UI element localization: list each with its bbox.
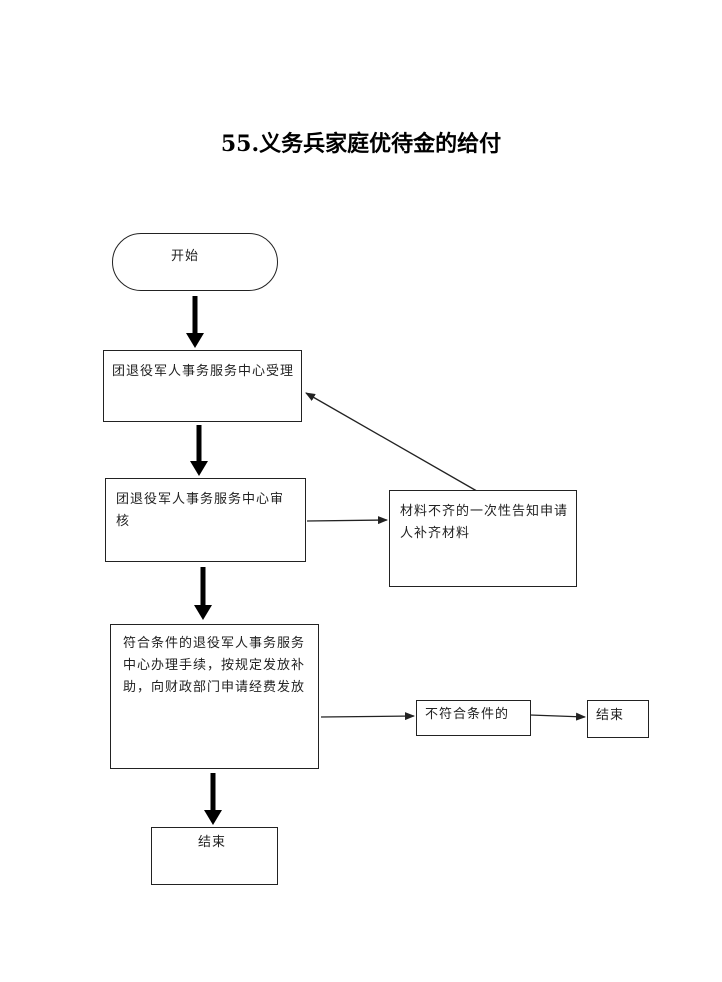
review-node: 团退役军人事务服务中心审核: [105, 478, 306, 562]
not-eligible-label: 不符合条件的: [425, 707, 510, 722]
incomplete-materials-label: 材料不齐的一次性告知申请人补齐材料: [400, 504, 569, 541]
arrow-not-eligible-to-end: [529, 712, 586, 721]
incomplete-materials-node: 材料不齐的一次性告知申请人补齐材料: [389, 490, 577, 587]
start-node: 开始: [112, 233, 278, 291]
arrow-process-to-end: [204, 773, 222, 825]
arrow-start-to-accept: [186, 296, 204, 348]
not-eligible-node: 不符合条件的: [416, 700, 531, 736]
arrow-accept-to-review: [190, 425, 208, 476]
start-label: 开始: [171, 249, 200, 264]
end-side-label: 结束: [596, 708, 625, 723]
page-title: 55.义务兵家庭优待金的给付: [220, 131, 502, 157]
accept-node: 团退役军人事务服务中心受理: [103, 350, 302, 422]
arrow-review-to-incomplete: [306, 516, 388, 525]
arrow-review-to-process: [194, 567, 212, 620]
arrow-incomplete-to-accept: [305, 392, 483, 495]
process-node: 符合条件的退役军人事务服务中心办理手续，按规定发放补助，向财政部门申请经费发放: [110, 624, 319, 769]
end-side-node: 结束: [587, 700, 649, 738]
end-main-node: 结束: [151, 827, 278, 885]
end-main-label: 结束: [198, 835, 227, 850]
arrow-process-to-not-eligible: [320, 712, 415, 721]
review-label: 团退役军人事务服务中心审核: [116, 492, 285, 529]
accept-label: 团退役军人事务服务中心受理: [112, 364, 295, 379]
process-label: 符合条件的退役军人事务服务中心办理手续，按规定发放补助，向财政部门申请经费发放: [123, 636, 306, 695]
